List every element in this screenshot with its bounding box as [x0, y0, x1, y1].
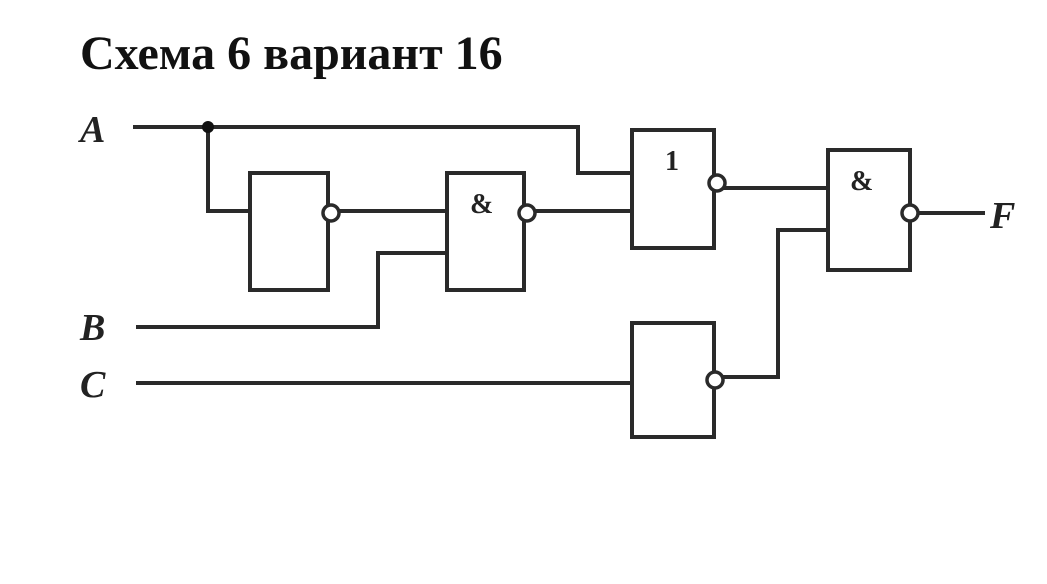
gate-inverter-a	[248, 171, 341, 292]
inversion-bubble	[705, 370, 725, 390]
gate-symbol-and-1: &	[470, 189, 493, 220]
gate-symbol-or-1: 1	[665, 146, 679, 177]
inversion-bubble	[321, 203, 341, 223]
gate-symbol-and-final: &	[850, 166, 873, 197]
junction-dot	[202, 121, 214, 133]
gate-and-1: &	[445, 171, 537, 292]
wire-a-to-or	[133, 125, 634, 175]
diagram-title: Схема 6 вариант 16	[80, 27, 503, 80]
output-label-f: F	[989, 195, 1015, 237]
gate-and-final: &	[826, 148, 920, 272]
inversion-bubble	[900, 203, 920, 223]
input-label-a: A	[78, 109, 105, 151]
wire-inverter-c-to-and-final	[721, 228, 830, 379]
inversion-bubble	[517, 203, 537, 223]
input-label-b: B	[79, 307, 105, 349]
input-label-c: C	[80, 364, 106, 406]
wire-a-to-inverter	[206, 125, 252, 213]
inversion-bubble	[707, 173, 727, 193]
gate-or-1: 1	[630, 128, 727, 250]
gate-inverter-c	[630, 321, 725, 439]
wire-b-to-and1	[136, 251, 449, 329]
